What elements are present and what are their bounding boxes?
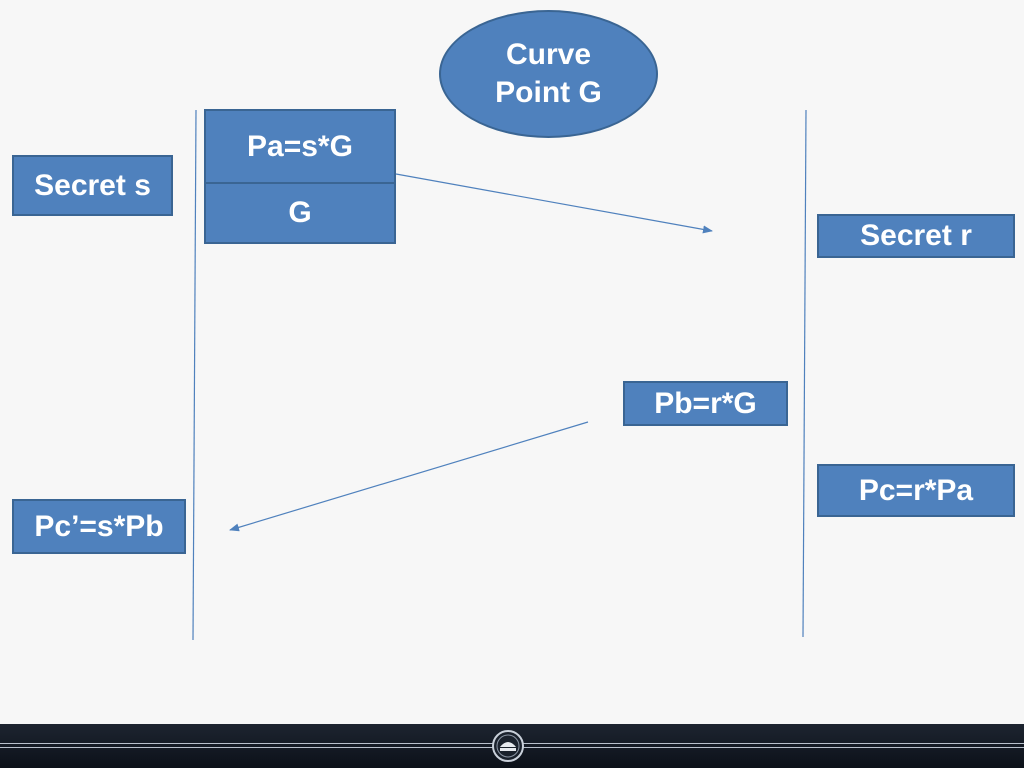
pc-prime-box: Pc’=s*Pb — [12, 499, 186, 554]
pc-box: Pc=r*Pa — [817, 464, 1015, 517]
secret-s-label: Secret s — [34, 168, 151, 202]
left-lifeline — [192, 109, 197, 641]
g-label: G — [288, 196, 312, 229]
curve-point-line1: Curve — [505, 38, 592, 71]
right-lifeline — [802, 109, 807, 638]
pb-box: Pb=r*G — [623, 381, 788, 426]
arrow-pb-to-left — [229, 421, 589, 532]
curve-point-line2: Point G — [495, 76, 602, 109]
secret-r-label: Secret r — [860, 219, 972, 252]
pa-label: Pa=s*G — [247, 129, 353, 163]
curve-point-ellipse: Curve Point G — [439, 10, 658, 138]
pb-label: Pb=r*G — [654, 386, 757, 420]
secret-r-box: Secret r — [817, 214, 1015, 258]
g-box: G — [204, 182, 396, 244]
arrow-pa-to-right — [395, 173, 713, 234]
pc-prime-label: Pc’=s*Pb — [34, 509, 164, 543]
slide-footer — [0, 724, 1024, 768]
emblem-icon — [492, 730, 524, 762]
secret-s-box: Secret s — [12, 155, 173, 216]
pc-label: Pc=r*Pa — [858, 473, 974, 507]
pa-box: Pa=s*G — [204, 109, 396, 184]
